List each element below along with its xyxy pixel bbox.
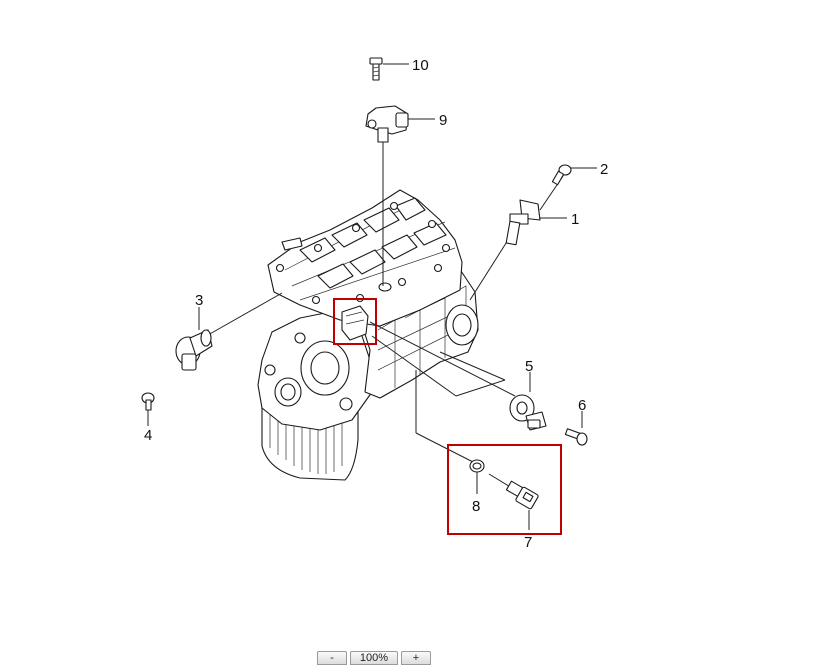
- callout-3: 3: [195, 292, 203, 309]
- bolt-part-2: [551, 164, 572, 186]
- oring-part-8: [469, 459, 485, 473]
- sensor-part-7: [488, 473, 539, 510]
- bolt-part-6: [564, 428, 588, 446]
- zoom-out-button[interactable]: -: [317, 651, 347, 665]
- zoom-level-display[interactable]: 100%: [350, 651, 398, 665]
- sensor-part-3: [175, 329, 213, 371]
- bolt-part-10: [369, 57, 383, 81]
- engine-block: [257, 189, 479, 481]
- bolt-part-4: [141, 392, 155, 411]
- sensor-part-5: [509, 394, 547, 431]
- callout-8: 8: [472, 498, 480, 515]
- parts-7-8-highlight: [447, 444, 562, 535]
- callout-5: 5: [525, 358, 533, 375]
- sensor-part-1: [505, 199, 541, 246]
- callout-2: 2: [600, 161, 608, 178]
- callout-1: 1: [571, 211, 579, 228]
- callout-4: 4: [144, 427, 152, 444]
- sensor-part-9: [365, 105, 409, 143]
- callout-9: 9: [439, 112, 447, 129]
- zoom-in-button[interactable]: +: [401, 651, 431, 665]
- callout-6: 6: [578, 397, 586, 414]
- callout-10: 10: [412, 57, 429, 74]
- zoom-toolbar: - 100% +: [317, 651, 431, 665]
- callout-7: 7: [524, 534, 532, 551]
- sensor-location-highlight: [333, 298, 377, 345]
